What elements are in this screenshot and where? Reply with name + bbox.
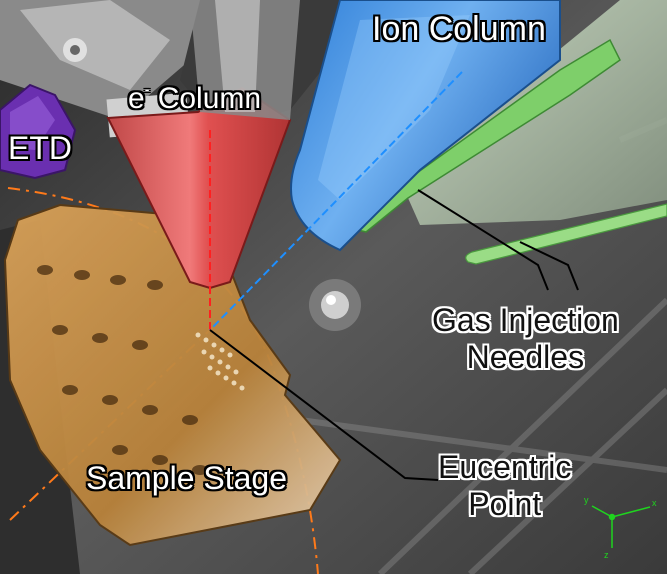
label-e-column-suffix: Column: [149, 82, 262, 115]
label-gas-line2: Needles: [466, 338, 585, 375]
coordinate-axes: [591, 505, 651, 548]
label-gas-line1: Gas Injection: [432, 302, 619, 338]
etd-detector-highlight: [10, 96, 55, 150]
sample-pin-grid: [195, 332, 245, 391]
label-etd: ETD: [8, 130, 72, 166]
e-column-upper-shine: [215, 0, 260, 112]
axis-label-z: z: [604, 550, 609, 560]
axis-label-x: x: [652, 498, 657, 508]
stage-holes: [37, 265, 208, 475]
label-ion-column: Ion Column: [372, 10, 546, 48]
label-gas-injection-needles: Gas Injection Needles: [432, 302, 619, 376]
label-e-column-sup: -: [144, 81, 150, 97]
label-e-column: e- Column: [128, 82, 261, 114]
background-structures: [299, 117, 667, 574]
label-sample-stage: Sample Stage: [86, 460, 288, 496]
label-eucentric-point: Eucentric Point: [438, 449, 571, 523]
gas-needle-lower: [465, 203, 667, 265]
ion-beam-axis: [209, 71, 463, 331]
axis-label-y: y: [584, 495, 589, 505]
reflection-sphere: [309, 279, 361, 331]
label-eucentric-line2: Point: [468, 485, 542, 522]
label-eucentric-line1: Eucentric: [438, 449, 572, 485]
label-e-column-prefix: e: [128, 82, 145, 115]
leader-lines: [209, 189, 579, 481]
ion-column: [290, 0, 561, 252]
ion-column-highlight: [318, 15, 470, 200]
